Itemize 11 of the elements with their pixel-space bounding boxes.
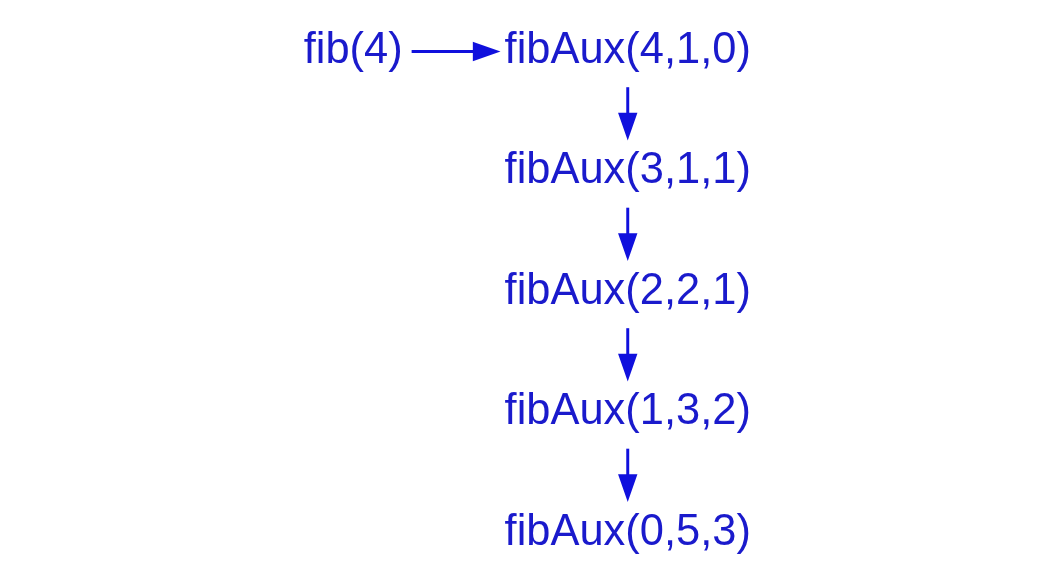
- node-text: fibAux(0,5,3): [504, 505, 751, 554]
- arrow: [618, 207, 638, 261]
- arrow: [411, 41, 501, 62]
- node-text: fib(4): [303, 23, 403, 72]
- node-text: fibAux(1,3,2): [504, 385, 751, 434]
- arrow: [618, 87, 638, 141]
- arrow: [618, 448, 638, 502]
- node-text: fibAux(4,1,0): [504, 23, 751, 72]
- node-text: fibAux(2,2,1): [504, 264, 751, 313]
- arrow: [618, 328, 638, 382]
- node-text: fibAux(3,1,1): [504, 144, 751, 193]
